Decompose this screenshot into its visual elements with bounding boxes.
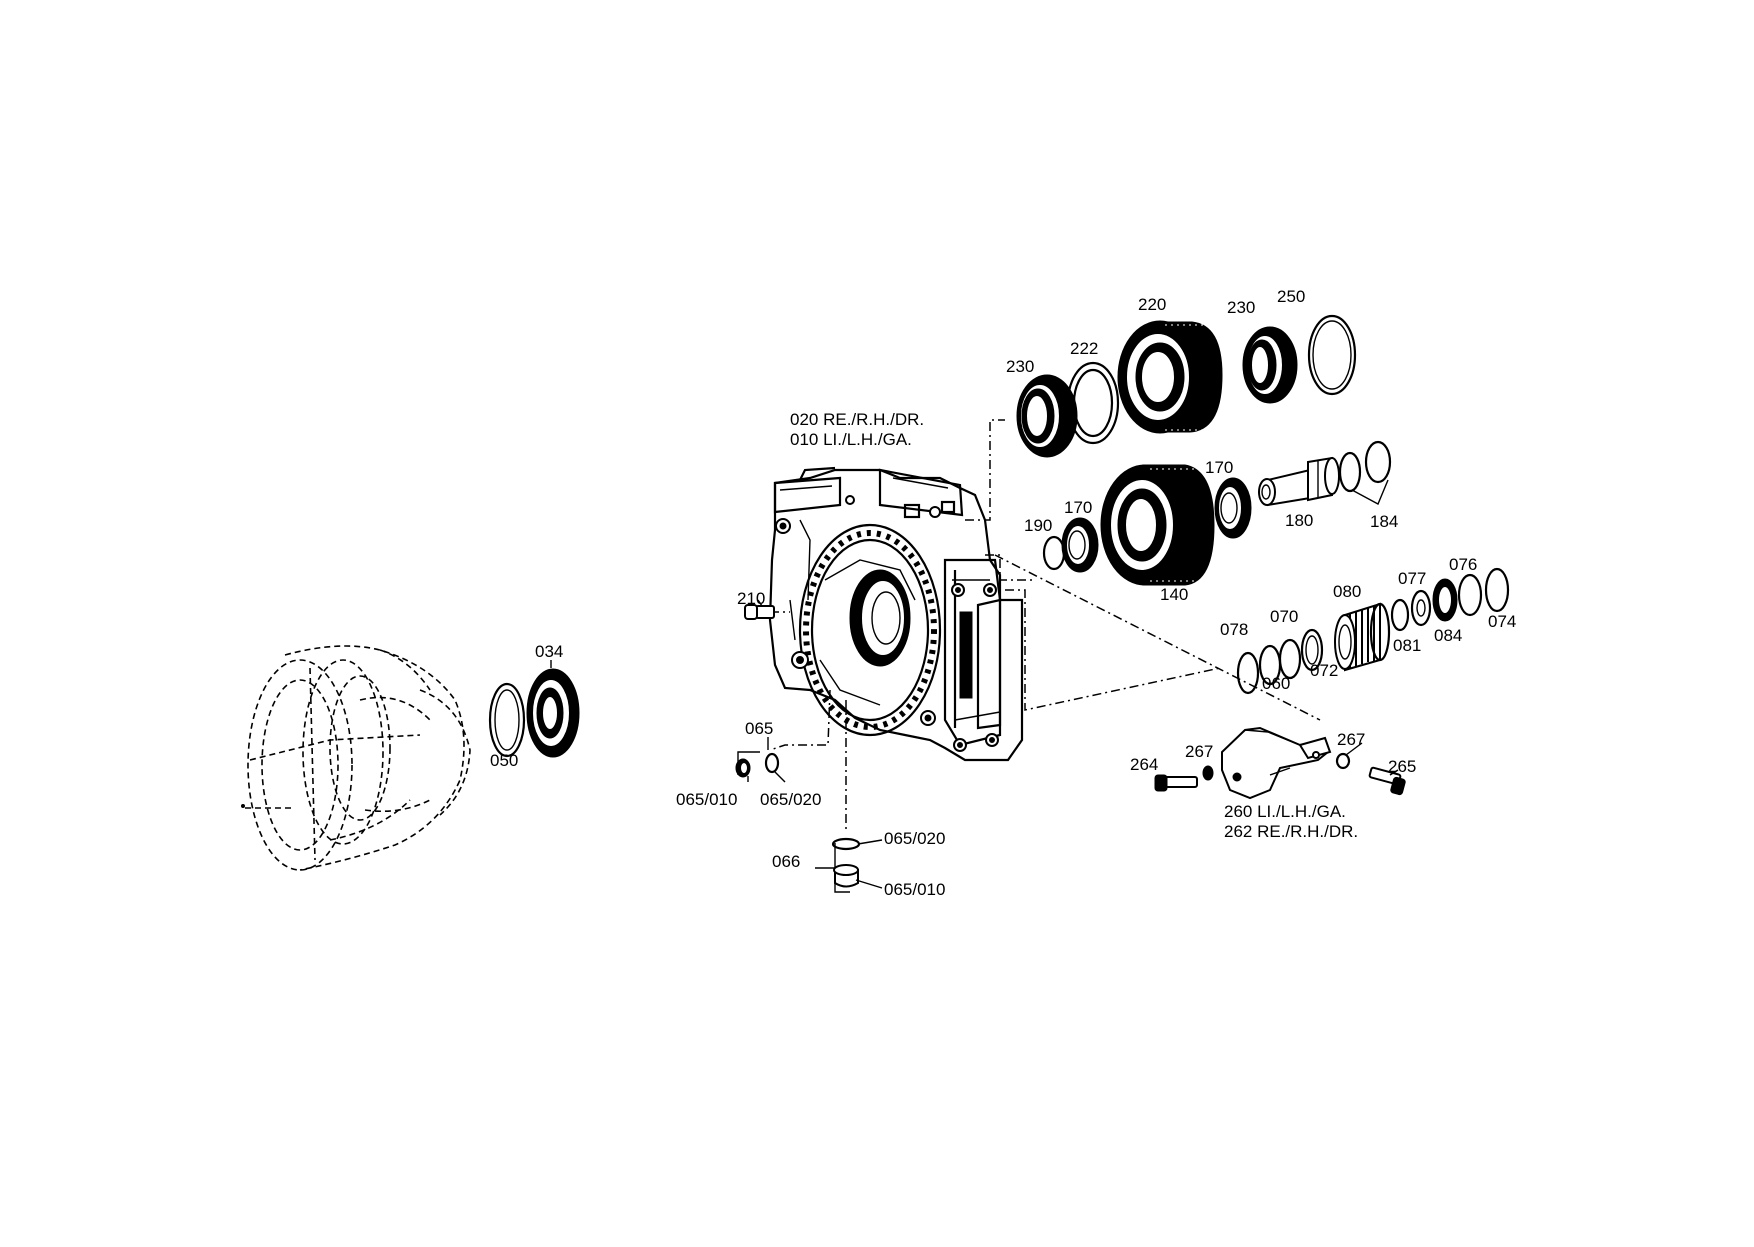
bearing-230-left-drawing	[1016, 374, 1078, 458]
label-210: 210	[737, 589, 766, 608]
label-170-right: 170	[1205, 458, 1234, 477]
label-077: 077	[1398, 569, 1427, 588]
label-220: 220	[1138, 295, 1167, 314]
label-267-right: 267	[1337, 730, 1366, 749]
ring-190-drawing	[1042, 535, 1066, 571]
ring-078-drawing	[1236, 651, 1260, 695]
label-170-left: 170	[1064, 498, 1093, 517]
ring-074-drawing	[1484, 567, 1510, 613]
ring-081-drawing	[1390, 598, 1410, 632]
ring-222-drawing	[1066, 361, 1120, 445]
bolt-264-drawing	[1154, 774, 1198, 792]
ring-250-drawing	[1307, 314, 1357, 396]
bracket-260-drawing	[1221, 726, 1332, 800]
shaft-180-drawing	[1258, 456, 1340, 507]
ring-070-drawing	[1278, 638, 1302, 680]
assembly-lines	[769, 419, 1321, 830]
label-222: 222	[1070, 339, 1099, 358]
label-bracket-lh: 260 LI./L.H./GA.	[1224, 802, 1346, 821]
label-065-010-a: 065/010	[676, 790, 738, 809]
label-230-left: 230	[1006, 357, 1035, 376]
label-bracket-rh: 262 RE./R.H./DR.	[1224, 822, 1359, 841]
label-080: 080	[1333, 582, 1362, 601]
label-084: 084	[1434, 626, 1463, 645]
label-076: 076	[1449, 555, 1478, 574]
label-housing-lh: 010 LI./L.H./GA.	[790, 430, 912, 449]
label-066: 066	[772, 852, 801, 871]
label-065-010-b: 065/010	[884, 880, 946, 899]
label-265: 265	[1388, 757, 1417, 776]
plug-066-drawing	[815, 837, 883, 893]
rings-184-drawing	[1338, 440, 1392, 505]
label-180: 180	[1285, 511, 1314, 530]
label-060: 060	[1262, 674, 1291, 693]
label-140: 140	[1160, 585, 1189, 604]
label-034: 034	[535, 642, 564, 661]
label-050: 050	[490, 751, 519, 770]
washer-267-left-drawing	[1202, 765, 1214, 781]
bearing-170-left-drawing	[1061, 517, 1099, 573]
gear-140-drawing	[1100, 464, 1215, 586]
ring-076-drawing	[1457, 573, 1483, 617]
washer-267-right-drawing	[1335, 752, 1351, 770]
label-065-020-a: 065/020	[760, 790, 822, 809]
bearing-230-right-drawing	[1242, 326, 1298, 404]
label-190: 190	[1024, 516, 1053, 535]
label-184: 184	[1370, 512, 1399, 531]
seal-ring-050-drawing	[488, 682, 526, 758]
bearing-170-right-drawing	[1214, 477, 1252, 539]
bolt-265-drawing	[1368, 766, 1406, 796]
label-230-right: 230	[1227, 298, 1256, 317]
bolt-210-drawing	[744, 604, 775, 620]
label-250: 250	[1277, 287, 1306, 306]
label-065: 065	[745, 719, 774, 738]
label-housing-rh: 020 RE./R.H./DR.	[790, 410, 925, 429]
label-078: 078	[1220, 620, 1249, 639]
plug-065-drawing	[735, 737, 786, 783]
label-074: 074	[1488, 612, 1517, 631]
gear-220-drawing	[1117, 320, 1223, 434]
label-072: 072	[1310, 661, 1339, 680]
ring-077-drawing	[1410, 589, 1432, 627]
bearing-034-drawing	[526, 668, 580, 758]
gearbox-housing-drawing	[768, 466, 1024, 762]
label-070: 070	[1270, 607, 1299, 626]
label-264: 264	[1130, 755, 1159, 774]
ring-072-drawing	[1300, 628, 1324, 672]
label-267-left: 267	[1185, 742, 1214, 761]
spline-gear-080-drawing	[1334, 602, 1391, 672]
ghost-axle-housing	[241, 645, 471, 871]
label-065-020-b: 065/020	[884, 829, 946, 848]
ring-084-drawing	[1432, 578, 1458, 622]
label-081: 081	[1393, 636, 1422, 655]
